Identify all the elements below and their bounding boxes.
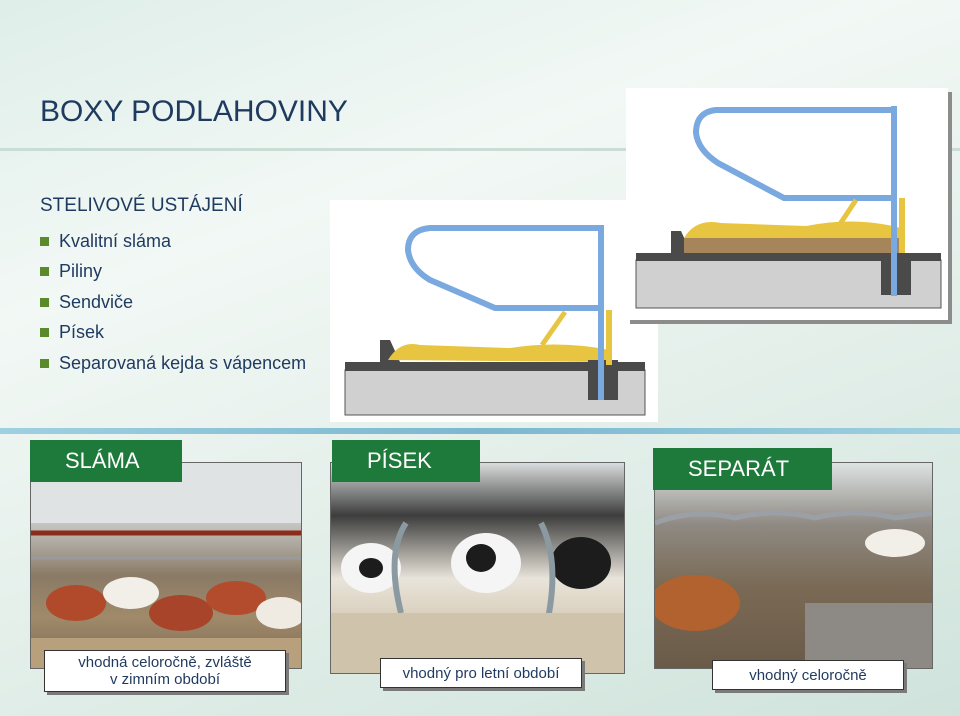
caption-separate: vhodný celoročně: [712, 660, 904, 690]
bullet-list: Kvalitní sláma Piliny Sendviče Písek Sep…: [40, 226, 306, 379]
label-straw: SLÁMA: [30, 440, 182, 482]
bullet-item: Piliny: [40, 257, 306, 288]
section-heading: STELIVOVÉ USTÁJENÍ: [40, 195, 243, 216]
stall-diagram-straw: [330, 200, 658, 422]
photo-sand-stalls: [330, 462, 625, 674]
caption-straw: vhodná celoročně, zvláště v zimním obdob…: [44, 650, 286, 692]
bullet-item: Kvalitní sláma: [40, 226, 306, 257]
photo-straw-stalls: [30, 462, 302, 669]
header-divider: [0, 148, 960, 151]
bullet-icon: [40, 236, 49, 246]
cows-on-sand-photo: [331, 521, 624, 673]
label-sand: PÍSEK: [332, 440, 480, 482]
stall-cross-section-illustration: [635, 106, 942, 309]
bullet-icon: [40, 328, 49, 338]
label-separate: SEPARÁT: [653, 448, 832, 490]
bullet-icon: [40, 297, 49, 307]
bullet-item: Separovaná kejda s vápencem: [40, 348, 306, 379]
slide-title: BOXY PODLAHOVINY: [40, 95, 348, 128]
bullet-item: Písek: [40, 318, 306, 349]
stall-cross-section-illustration: [344, 225, 646, 416]
photo-separate-stalls: [654, 462, 933, 669]
bullet-icon: [40, 358, 49, 368]
stall-diagram-mattress: [626, 88, 948, 320]
bullet-icon: [40, 267, 49, 277]
caption-sand: vhodný pro letní období: [380, 658, 582, 688]
section-divider: [0, 428, 960, 434]
cows-on-straw-photo: [31, 463, 301, 668]
cows-on-separate-photo: [655, 510, 932, 668]
bullet-item: Sendviče: [40, 287, 306, 318]
